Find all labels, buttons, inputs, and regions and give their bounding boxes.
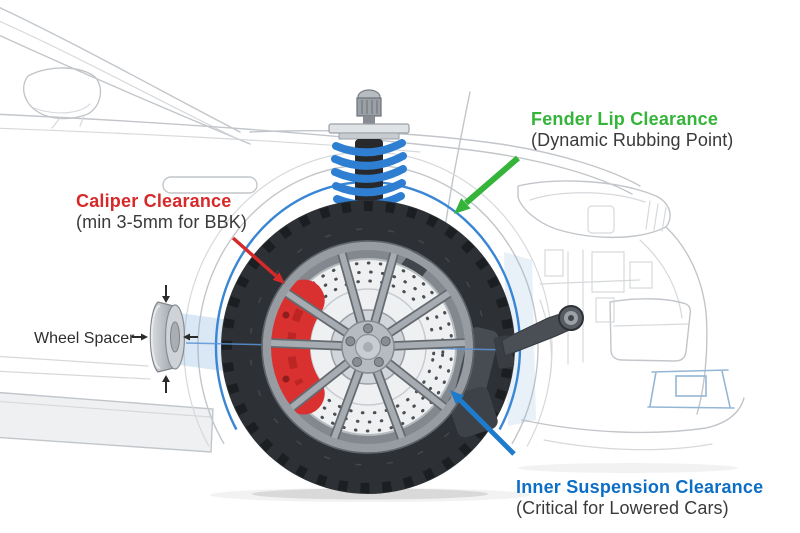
spacer-dimension-arrows [132, 285, 198, 393]
caliper-arrow [231, 236, 285, 284]
fender-lip-clearance-label: Fender Lip Clearance (Dynamic Rubbing Po… [531, 109, 733, 151]
fender-arrow [454, 155, 520, 214]
caliper-clearance-subtitle: (min 3-5mm for BBK) [76, 212, 247, 232]
caliper-clearance-title: Caliper Clearance [76, 191, 232, 211]
inner-suspension-clearance-title: Inner Suspension Clearance [516, 477, 764, 497]
wheel-spacer [132, 285, 198, 393]
wheel-spacer-label-text: Wheel Spacer [34, 330, 135, 347]
suspension-arrow [450, 390, 516, 456]
coilover-strut [328, 89, 410, 209]
ground-shadow [210, 463, 738, 502]
wheel-hub [341, 320, 395, 374]
car-front-end [517, 180, 745, 451]
caliper-clearance-label: Caliper Clearance (min 3-5mm for BBK) [76, 191, 247, 233]
inner-suspension-clearance-label: Inner Suspension Clearance (Critical for… [516, 477, 763, 519]
control-arm [493, 305, 584, 369]
fender-lip-clearance-subtitle: (Dynamic Rubbing Point) [531, 130, 734, 150]
fender-lip-clearance-title: Fender Lip Clearance [531, 109, 719, 129]
subframe-wireframe [647, 369, 735, 409]
inner-suspension-clearance-subtitle: (Critical for Lowered Cars) [516, 498, 729, 518]
wheel-spacer-label: Wheel Spacer [34, 328, 135, 349]
wheel-assembly [185, 200, 515, 494]
